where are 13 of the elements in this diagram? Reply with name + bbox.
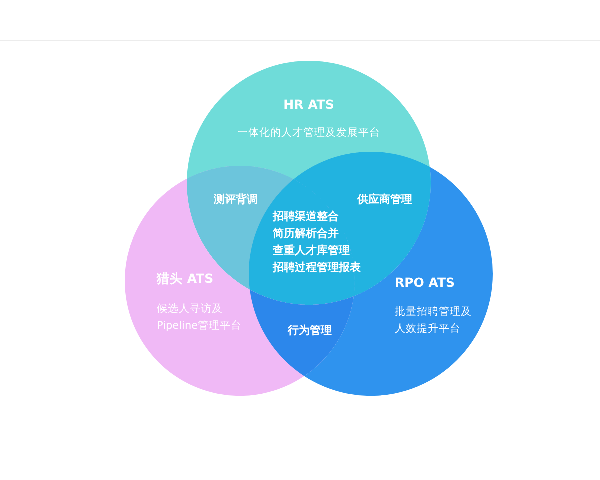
overlap-label: 行为管理 bbox=[288, 323, 332, 338]
circle-description: 候选人寻访及Pipeline管理平台 bbox=[157, 302, 244, 334]
shared-feature-label: 简历解析合并 bbox=[273, 226, 339, 241]
shared-feature-label: 查重人才库管理 bbox=[273, 243, 350, 258]
shared-feature-label: 招聘过程管理报表 bbox=[273, 260, 361, 275]
circle-title: RPO ATS bbox=[395, 274, 455, 291]
overlap-label: 供应商管理 bbox=[358, 192, 412, 207]
circle-description: 一体化的人才管理及发展平台 bbox=[238, 126, 380, 141]
shared-feature-label: 招聘渠道整合 bbox=[273, 209, 339, 224]
circle-title: HR ATS bbox=[284, 96, 334, 113]
circle-title: 猎头 ATS bbox=[157, 270, 214, 287]
circle-description: 批量招聘管理及人效提升平台 bbox=[395, 305, 473, 337]
overlap-label: 测评背调 bbox=[214, 192, 258, 207]
